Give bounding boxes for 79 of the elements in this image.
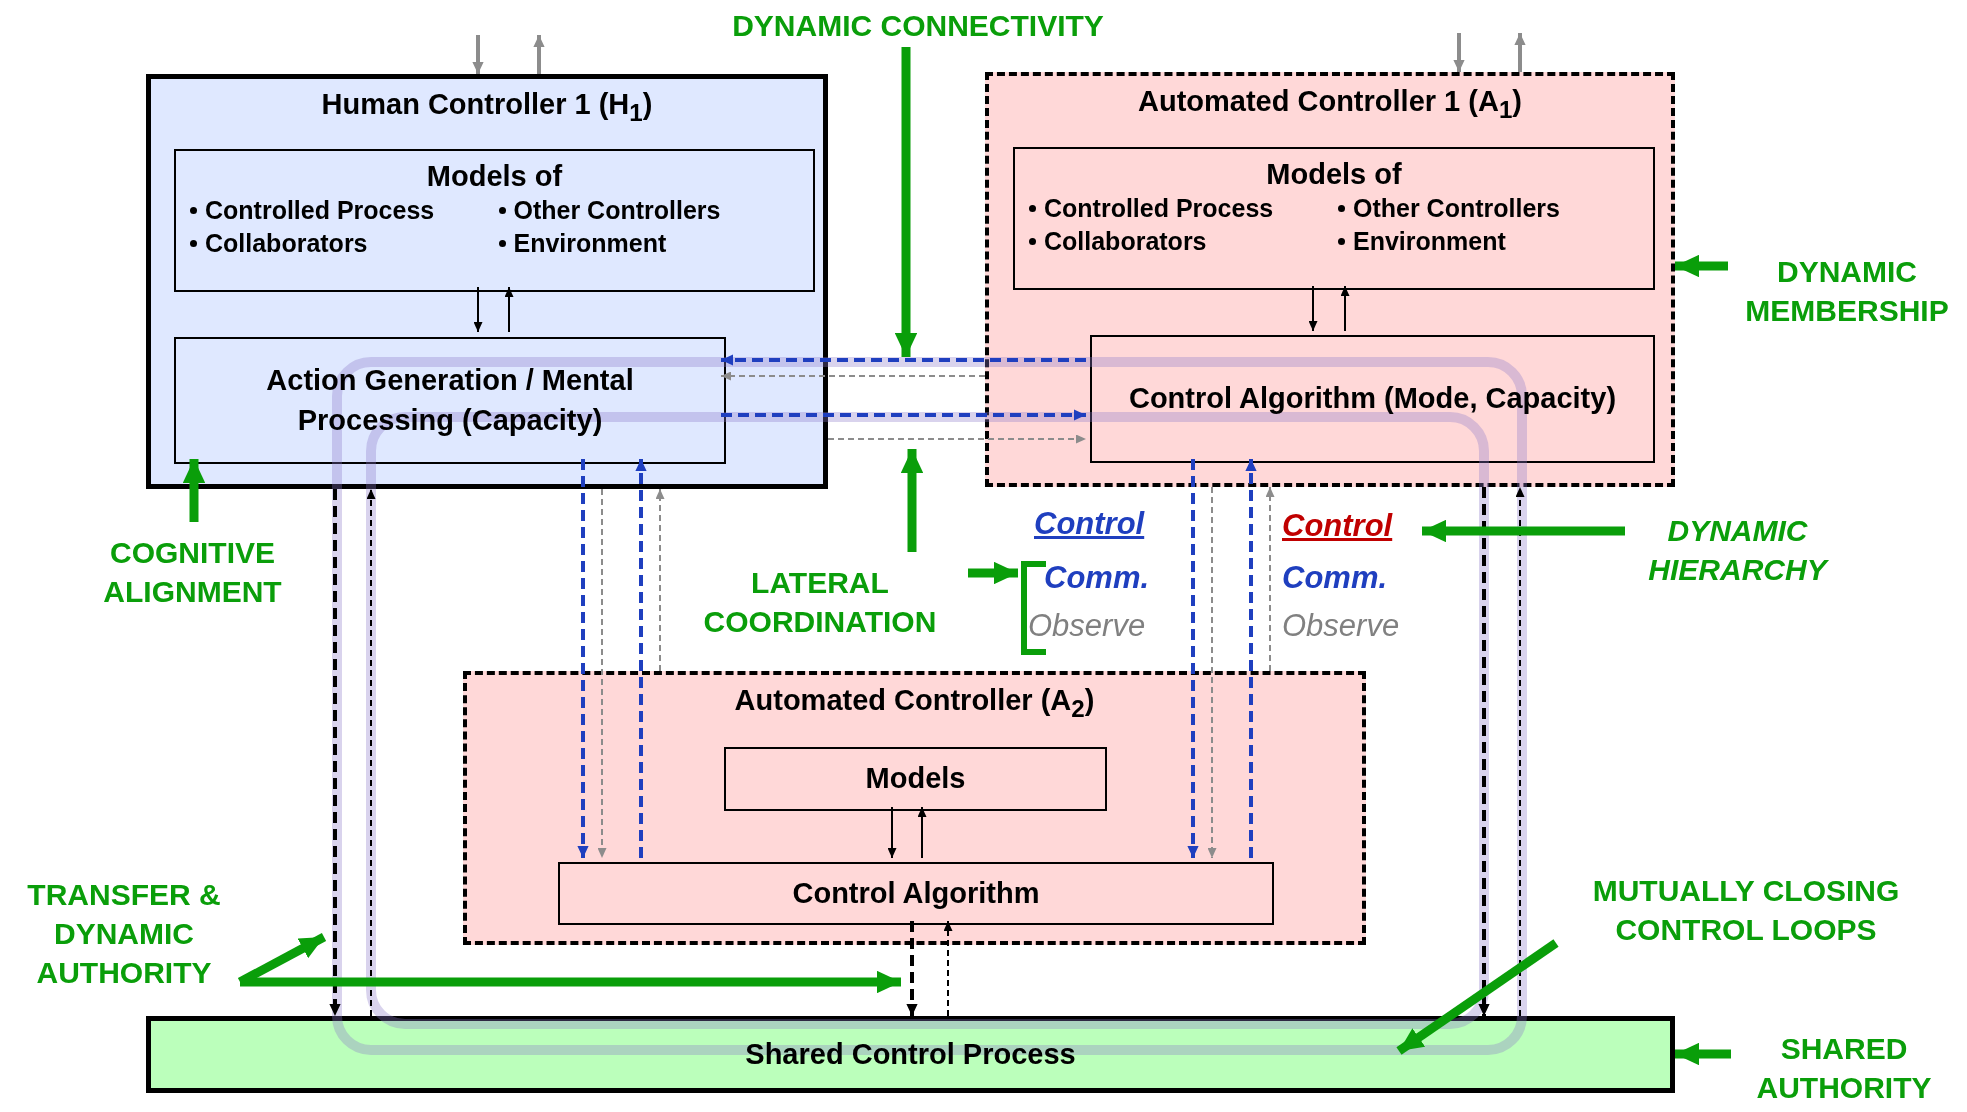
box-heading: Human Controller 1 (H$_{1}$) [321,87,653,128]
model-item: Controlled Process [205,196,435,226]
annotation-label: DYNAMIC MEMBERSHIP [1728,243,1966,339]
controller-box [463,671,1366,945]
box-label: Control Algorithm [792,875,1040,911]
arrow [1340,285,1350,332]
annotation-label: MUTUALLY CLOSING CONTROL LOOPS [1556,861,1936,959]
hierarchy-label: Control [1282,508,1422,550]
arrow [1514,33,1526,72]
arrow [577,459,589,858]
annotation-label: COGNITIVE ALIGNMENT [70,522,315,622]
arrow [329,489,341,1016]
arrow [917,806,927,859]
arrow [366,488,376,1017]
model-item: Other Controllers [513,196,721,226]
line-type-label: Observe [1028,608,1146,644]
annotation-label: DYNAMIC CONNECTIVITY [680,3,1156,47]
arrow [827,434,1087,444]
arrow [1453,33,1465,72]
arrow [1675,254,1728,278]
box-label: Action Generation / Mental Processing (Capacity) [265,363,635,438]
box-label: Control Algorithm (Mode, Capacity) [1128,381,1617,417]
arrow [182,459,206,522]
line-type-label: Comm. [1282,560,1388,596]
arrow [906,921,918,1016]
arrow [1308,285,1318,332]
arrow [721,409,1086,421]
model-item: Collaborators [1044,227,1207,257]
model-item: Controlled Process [1044,194,1274,224]
box-label: Models [865,761,966,797]
arrow [720,371,986,381]
arrow [533,35,545,74]
arrow [635,459,647,858]
arrow [1675,1042,1731,1066]
arrow [894,47,918,357]
process-box [724,747,1107,811]
arrow [472,35,484,74]
model-item: Other Controllers [1353,194,1560,224]
arrow [968,561,1018,585]
arrow [473,286,483,333]
arrow [900,449,924,552]
arrow [1422,519,1625,543]
controller-box [146,74,828,489]
arrow [655,488,665,672]
annotation-label: LATERAL COORDINATION [672,552,968,652]
arrow [1396,939,1559,1055]
annotation-label: DYNAMIC HIERARCHY [1625,502,1850,598]
arrow [504,286,514,333]
arrow [1515,486,1525,1017]
arrow [240,970,901,994]
line-type-label: Observe [1282,608,1400,644]
model-item: Environment [513,229,667,259]
model-item: Environment [1353,227,1506,257]
arrow [887,806,897,859]
box-heading: Models of [1266,157,1402,192]
process-box [558,862,1274,925]
box-heading: Models of [426,159,563,194]
arrow [943,920,953,1017]
line-type-label: Control [1034,506,1145,542]
annotation-label: SHARED AUTHORITY [1731,1024,1957,1112]
process-box [1090,335,1655,463]
arrow [1187,459,1199,858]
box-label: Shared Control Process [745,1036,1076,1072]
controller-box [985,72,1675,487]
arrow [597,488,607,859]
arrow [1478,487,1490,1016]
arrow [1265,486,1275,672]
box-heading: Automated Controller 1 (A$_{1}$) [1138,84,1522,125]
arrow [721,354,1086,366]
process-bar [146,1016,1675,1093]
arrow [1207,486,1217,859]
process-box [174,337,726,464]
line-type-label: Comm. [1044,560,1150,596]
box-heading: Automated Controller (A$_{2}$) [734,683,1095,724]
arrow [1245,459,1257,858]
annotation-label: TRANSFER & DYNAMIC AUTHORITY [8,860,240,1006]
models-box [174,149,815,292]
models-box [1013,147,1655,290]
model-item: Collaborators [205,229,368,259]
